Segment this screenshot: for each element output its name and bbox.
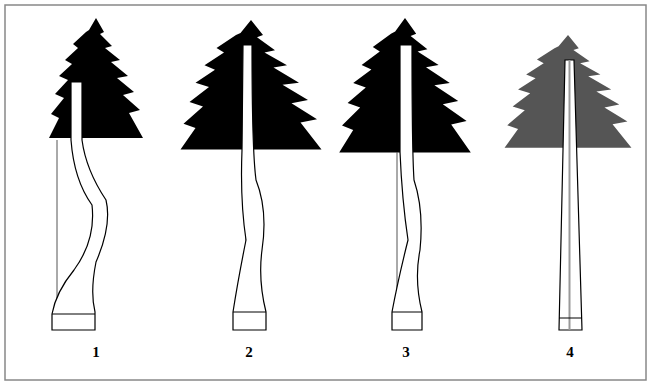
callout-number: 4 (566, 345, 574, 360)
tree-4 (505, 35, 632, 330)
callout-number: 3 (402, 345, 410, 360)
callout-number: 1 (92, 345, 100, 360)
callout-number: 2 (245, 345, 253, 360)
tree-3 (339, 18, 471, 330)
tree-1 (49, 18, 143, 330)
tree-2 (181, 20, 322, 330)
frame (5, 5, 646, 380)
